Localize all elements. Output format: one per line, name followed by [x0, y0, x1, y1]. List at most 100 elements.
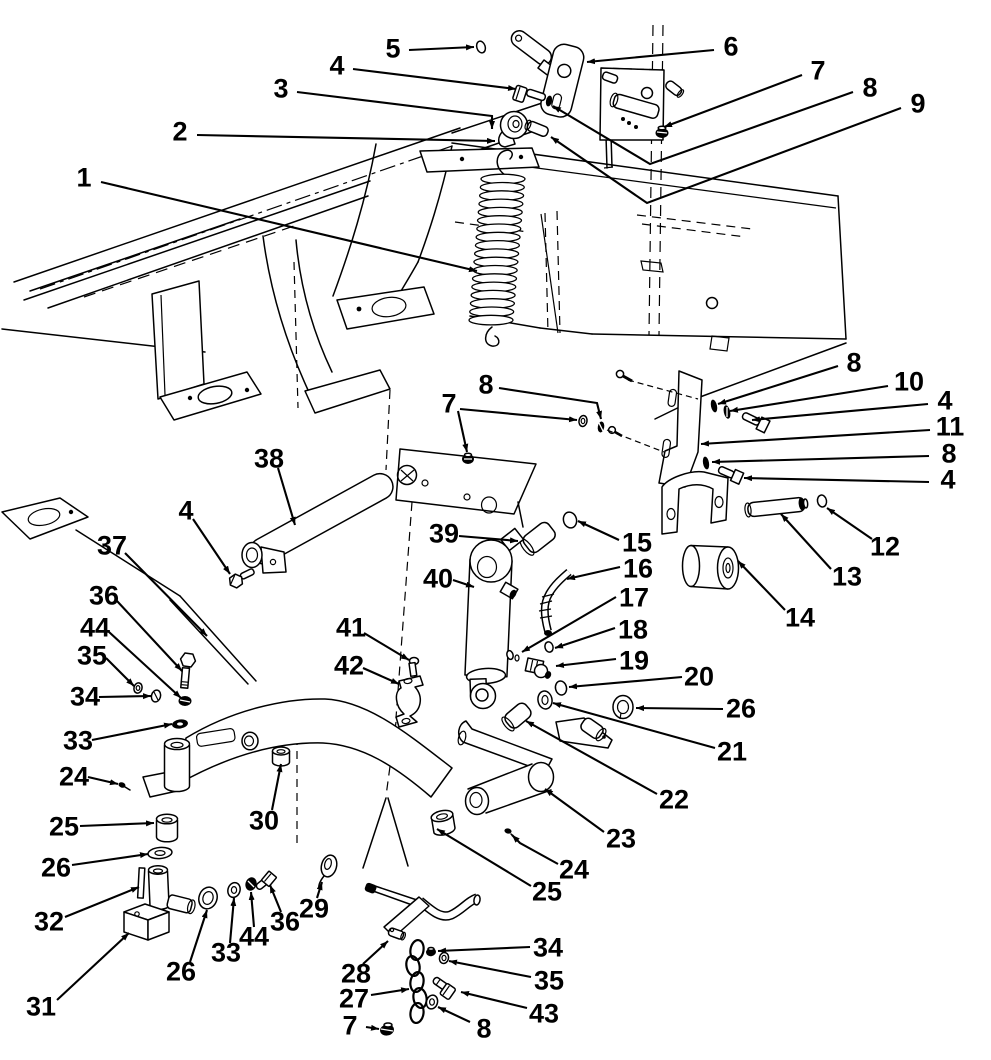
locknut — [380, 1022, 394, 1036]
callout-9-leader-0 — [550, 107, 902, 205]
bolt — [255, 870, 278, 890]
callout-31-leader-0 — [56, 932, 130, 1001]
clevis-pin — [744, 496, 809, 518]
cylinder-group — [228, 472, 634, 732]
callout-7-leader-0 — [365, 1024, 380, 1031]
retaining-ring — [475, 40, 487, 54]
lever-chain-group — [318, 854, 481, 1036]
adjust-rod — [364, 882, 418, 907]
callout-label-4: 4 — [178, 496, 193, 526]
callout-label-33: 33 — [211, 938, 241, 968]
callout-44-leader-0 — [108, 631, 182, 699]
chain-link — [409, 1001, 425, 1025]
callout-label-35: 35 — [534, 966, 564, 996]
callout-label-4: 4 — [940, 465, 955, 495]
callout-7-leader-1 — [456, 410, 469, 453]
callout-label-12: 12 — [870, 532, 900, 562]
callout-2-leader-0 — [196, 133, 496, 144]
small-bolt — [615, 369, 633, 383]
bolt — [717, 466, 745, 485]
locknut — [178, 696, 192, 706]
washer — [537, 690, 553, 710]
callout-label-25: 25 — [49, 812, 79, 842]
callout-label-39: 39 — [429, 519, 459, 549]
callout-22-leader-0 — [525, 720, 658, 795]
hydraulic-hose — [538, 568, 572, 636]
callout-26-leader-0 — [635, 705, 724, 712]
callout-20-leader-0 — [568, 675, 683, 690]
frame-assembly — [1, 24, 847, 869]
callout-30-leader-0 — [270, 763, 283, 811]
callout-7-leader-0 — [663, 74, 803, 128]
callout-label-44: 44 — [80, 613, 110, 643]
bushing — [155, 813, 179, 843]
small-washer — [597, 421, 605, 433]
callout-36-leader-0 — [269, 884, 282, 913]
chain-link — [409, 938, 425, 962]
callout-8-leader-0 — [711, 454, 930, 465]
callout-label-33: 33 — [63, 726, 93, 756]
callout-12-leader-0 — [826, 507, 873, 540]
pin — [524, 119, 549, 138]
callout-17-leader-0 — [521, 596, 617, 653]
callout-label-24: 24 — [59, 762, 89, 792]
height-adjust-group — [123, 652, 278, 941]
callout-34-leader-0 — [437, 945, 531, 954]
callout-43-leader-0 — [460, 990, 528, 1010]
callout-label-8: 8 — [478, 370, 493, 400]
callout-label-13: 13 — [832, 562, 862, 592]
rocker-pivot — [498, 110, 529, 148]
callout-24-leader-0 — [511, 834, 559, 865]
callout-23-leader-0 — [544, 788, 605, 833]
callout-27-leader-0 — [370, 987, 410, 997]
washer — [227, 881, 241, 899]
callout-label-31: 31 — [26, 992, 56, 1022]
pivot-sleeve — [163, 737, 191, 793]
callout-1-leader-0 — [100, 180, 478, 273]
callout-label-7: 7 — [441, 389, 456, 419]
callout-label-28: 28 — [341, 959, 371, 989]
callout-label-23: 23 — [606, 824, 636, 854]
washer — [133, 682, 143, 694]
callout-label-36: 36 — [270, 907, 300, 937]
callout-36-leader-0 — [116, 600, 183, 672]
callout-8-leader-0 — [437, 1006, 471, 1023]
callout-11-leader-0 — [700, 428, 931, 447]
callout-19-leader-0 — [555, 657, 617, 669]
spacer — [150, 689, 162, 703]
elbow-fitting — [524, 657, 552, 679]
lock-washer — [723, 405, 731, 419]
callout-8-leader-0 — [717, 364, 839, 406]
chain — [405, 938, 428, 1025]
retaining-ring — [816, 494, 828, 508]
callout-label-38: 38 — [254, 444, 284, 474]
washer — [702, 456, 710, 470]
callout-33-leader-0 — [228, 897, 237, 944]
callout-label-6: 6 — [723, 32, 738, 62]
callout-5-leader-0 — [408, 44, 475, 52]
callout-4-leader-0 — [751, 402, 929, 423]
washer — [545, 95, 553, 107]
spec-plate — [195, 728, 236, 747]
callout-label-26: 26 — [41, 853, 71, 883]
callout-label-3: 3 — [273, 74, 288, 104]
bushing-installed — [241, 731, 259, 751]
callout-label-4: 4 — [937, 386, 952, 416]
callout-15-leader-0 — [577, 520, 620, 541]
callout-18-leader-0 — [554, 627, 616, 649]
bolt — [741, 412, 771, 434]
callout-label-40: 40 — [423, 564, 453, 594]
callout-label-29: 29 — [299, 894, 329, 924]
callout-38-leader-0 — [276, 467, 297, 526]
callout-label-41: 41 — [336, 613, 366, 643]
callout-label-27: 27 — [339, 984, 369, 1014]
hydraulic-cylinder — [464, 527, 525, 710]
callout-label-8: 8 — [476, 1014, 491, 1044]
callout-4-leader-0 — [743, 475, 930, 484]
callout-label-34: 34 — [70, 682, 100, 712]
callout-label-17: 17 — [619, 583, 649, 613]
callout-leaders — [56, 44, 931, 1031]
callout-label-10: 10 — [894, 367, 924, 397]
